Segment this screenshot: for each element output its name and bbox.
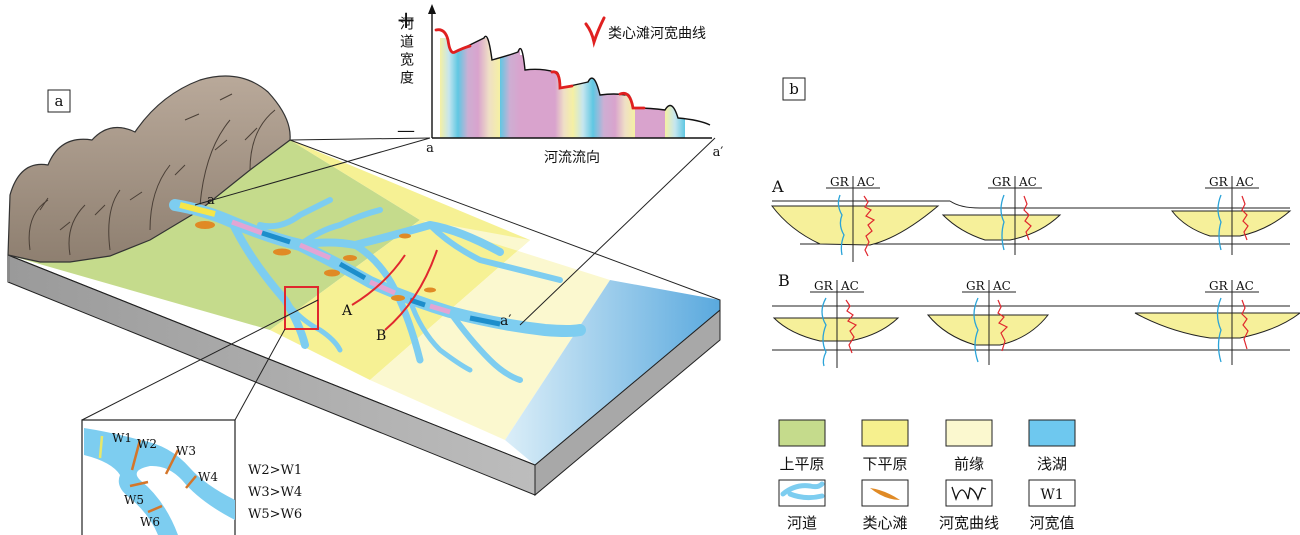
chart-y-axis-arrow — [428, 4, 436, 14]
legend-label: 河宽值 — [1029, 514, 1074, 532]
log-gr-label: GR — [830, 175, 850, 189]
width-curve-chart: + — 河道宽度 a a′ 河流流向 类心滩河宽曲线 — [396, 4, 723, 166]
inset-relation-2: W3>W4 — [248, 485, 302, 500]
inset-relation-1: W2>W1 — [248, 463, 302, 478]
upper-plain-zone — [8, 140, 420, 330]
legend-label: 浅湖 — [1037, 455, 1067, 473]
legend-w1-symbol: W1 — [1040, 487, 1063, 503]
log-gr-label: GR — [992, 175, 1012, 189]
section-A: A — [770, 177, 1292, 246]
chart-y-axis-label: 河道宽度 — [398, 16, 414, 88]
point-a-prime-label: a′ — [500, 313, 512, 329]
chart-x-start-label: a — [426, 141, 434, 156]
channel-body-B2 — [926, 314, 1050, 346]
section-line-A — [351, 254, 406, 306]
legend-item-width-curve: 河宽曲线 — [939, 479, 999, 532]
panel-b-label: b — [789, 80, 799, 98]
inset-w3: W3 — [176, 444, 196, 458]
inset-channel — [84, 428, 235, 535]
channel-width-inset: W1 W2 W3 W4 W5 W6 W2>W1 W3>W4 W5>W6 — [81, 299, 319, 535]
log-ac-label: AC — [1235, 279, 1254, 293]
log-gr-label: GR — [1209, 175, 1229, 189]
chart-x-end-label: a′ — [713, 145, 724, 160]
legend-label: 类心滩 — [862, 514, 907, 532]
legend-label: 河宽曲线 — [939, 514, 999, 532]
legend: 上平原 下平原 前缘 浅湖 河道 类心滩 河宽曲线 — [778, 419, 1076, 532]
row-A-label: A — [771, 177, 784, 196]
well-log-A2: GR AC — [988, 175, 1042, 255]
width-curve-columns — [440, 38, 685, 138]
legend-item-width-value: W1 河宽值 — [1028, 479, 1076, 532]
well-log-A3: GR AC — [1205, 175, 1259, 255]
legend-item-delta-front: 前缘 — [945, 419, 993, 473]
legend-label: 上平原 — [779, 455, 824, 473]
channel-body-A3 — [1170, 210, 1292, 237]
block-diagram: A B a a′ — [7, 75, 721, 497]
width-curve-mask — [436, 20, 712, 125]
chart-x-axis-label: 河流流向 — [544, 150, 600, 166]
channel-body-A2 — [941, 214, 1062, 241]
lower-plain-zone — [270, 140, 530, 380]
mid-channel-bars — [195, 221, 436, 301]
channel-body-B3 — [1134, 312, 1300, 339]
legend-item-channel: 河道 — [778, 479, 826, 532]
log-ac-label: AC — [1018, 175, 1037, 189]
well-log-B3: GR AC — [1205, 279, 1259, 365]
section-line-B — [384, 249, 438, 331]
log-ac-label: AC — [856, 175, 875, 189]
row-B-label: B — [778, 271, 790, 290]
inset-width-marks — [98, 435, 197, 514]
log-ac-label: AC — [840, 279, 859, 293]
legend-label: 河道 — [787, 514, 817, 532]
legend-label: 前缘 — [954, 455, 984, 473]
channel-body-B1 — [772, 317, 900, 342]
shallow-lake-zone — [505, 280, 720, 465]
inset-relation-3: W5>W6 — [248, 507, 302, 522]
legend-item-upper-plain: 上平原 — [778, 419, 826, 473]
inset-w4: W4 — [198, 470, 218, 484]
panel-b-label-box — [782, 77, 806, 101]
inset-w2: W2 — [137, 437, 157, 451]
chart-legend-v-symbol — [584, 16, 606, 48]
inset-w6: W6 — [140, 515, 160, 529]
well-log-B1: GR AC — [810, 279, 864, 368]
block-left-face — [8, 255, 10, 282]
section-label-B: B — [376, 328, 386, 344]
well-logs: GR AC GR AC GR AC GR AC — [810, 175, 1259, 368]
width-curve-bar-segments — [434, 28, 646, 110]
channel-body-A1 — [770, 205, 940, 246]
inset-w1: W1 — [112, 431, 132, 445]
log-ac-label: AC — [1235, 175, 1254, 189]
block-top-outline — [7, 139, 721, 466]
well-log-A1: GR AC — [826, 175, 880, 262]
log-gr-label: GR — [814, 279, 834, 293]
chart-legend-label: 类心滩河宽曲线 — [608, 25, 706, 42]
well-log-B2: GR AC — [962, 279, 1016, 365]
inset-locator-box — [284, 286, 319, 330]
inset-w5: W5 — [124, 493, 144, 507]
chart-y-minus: — — [397, 120, 415, 141]
log-gr-label: GR — [1209, 279, 1229, 293]
chart-y-plus: + — [396, 6, 416, 34]
legend-item-mid-bar: 类心滩 — [861, 479, 909, 532]
log-gr-label: GR — [966, 279, 986, 293]
legend-item-shallow-lake: 浅湖 — [1028, 419, 1076, 473]
legend-item-lower-plain: 下平原 — [861, 419, 909, 473]
panel-a-label-box — [47, 89, 71, 113]
panel-a-label: a — [55, 92, 64, 110]
main-channel-pink-segment — [231, 219, 451, 315]
log-ac-label: AC — [992, 279, 1011, 293]
main-channel-blue-segment — [261, 230, 501, 327]
mountain-range — [7, 75, 291, 263]
section-label-A: A — [341, 303, 353, 319]
main-channel-yellow-segment — [179, 202, 216, 217]
section-B: B — [772, 271, 1300, 351]
legend-label: 下平原 — [862, 455, 907, 473]
chart-connector-lines — [194, 137, 716, 326]
